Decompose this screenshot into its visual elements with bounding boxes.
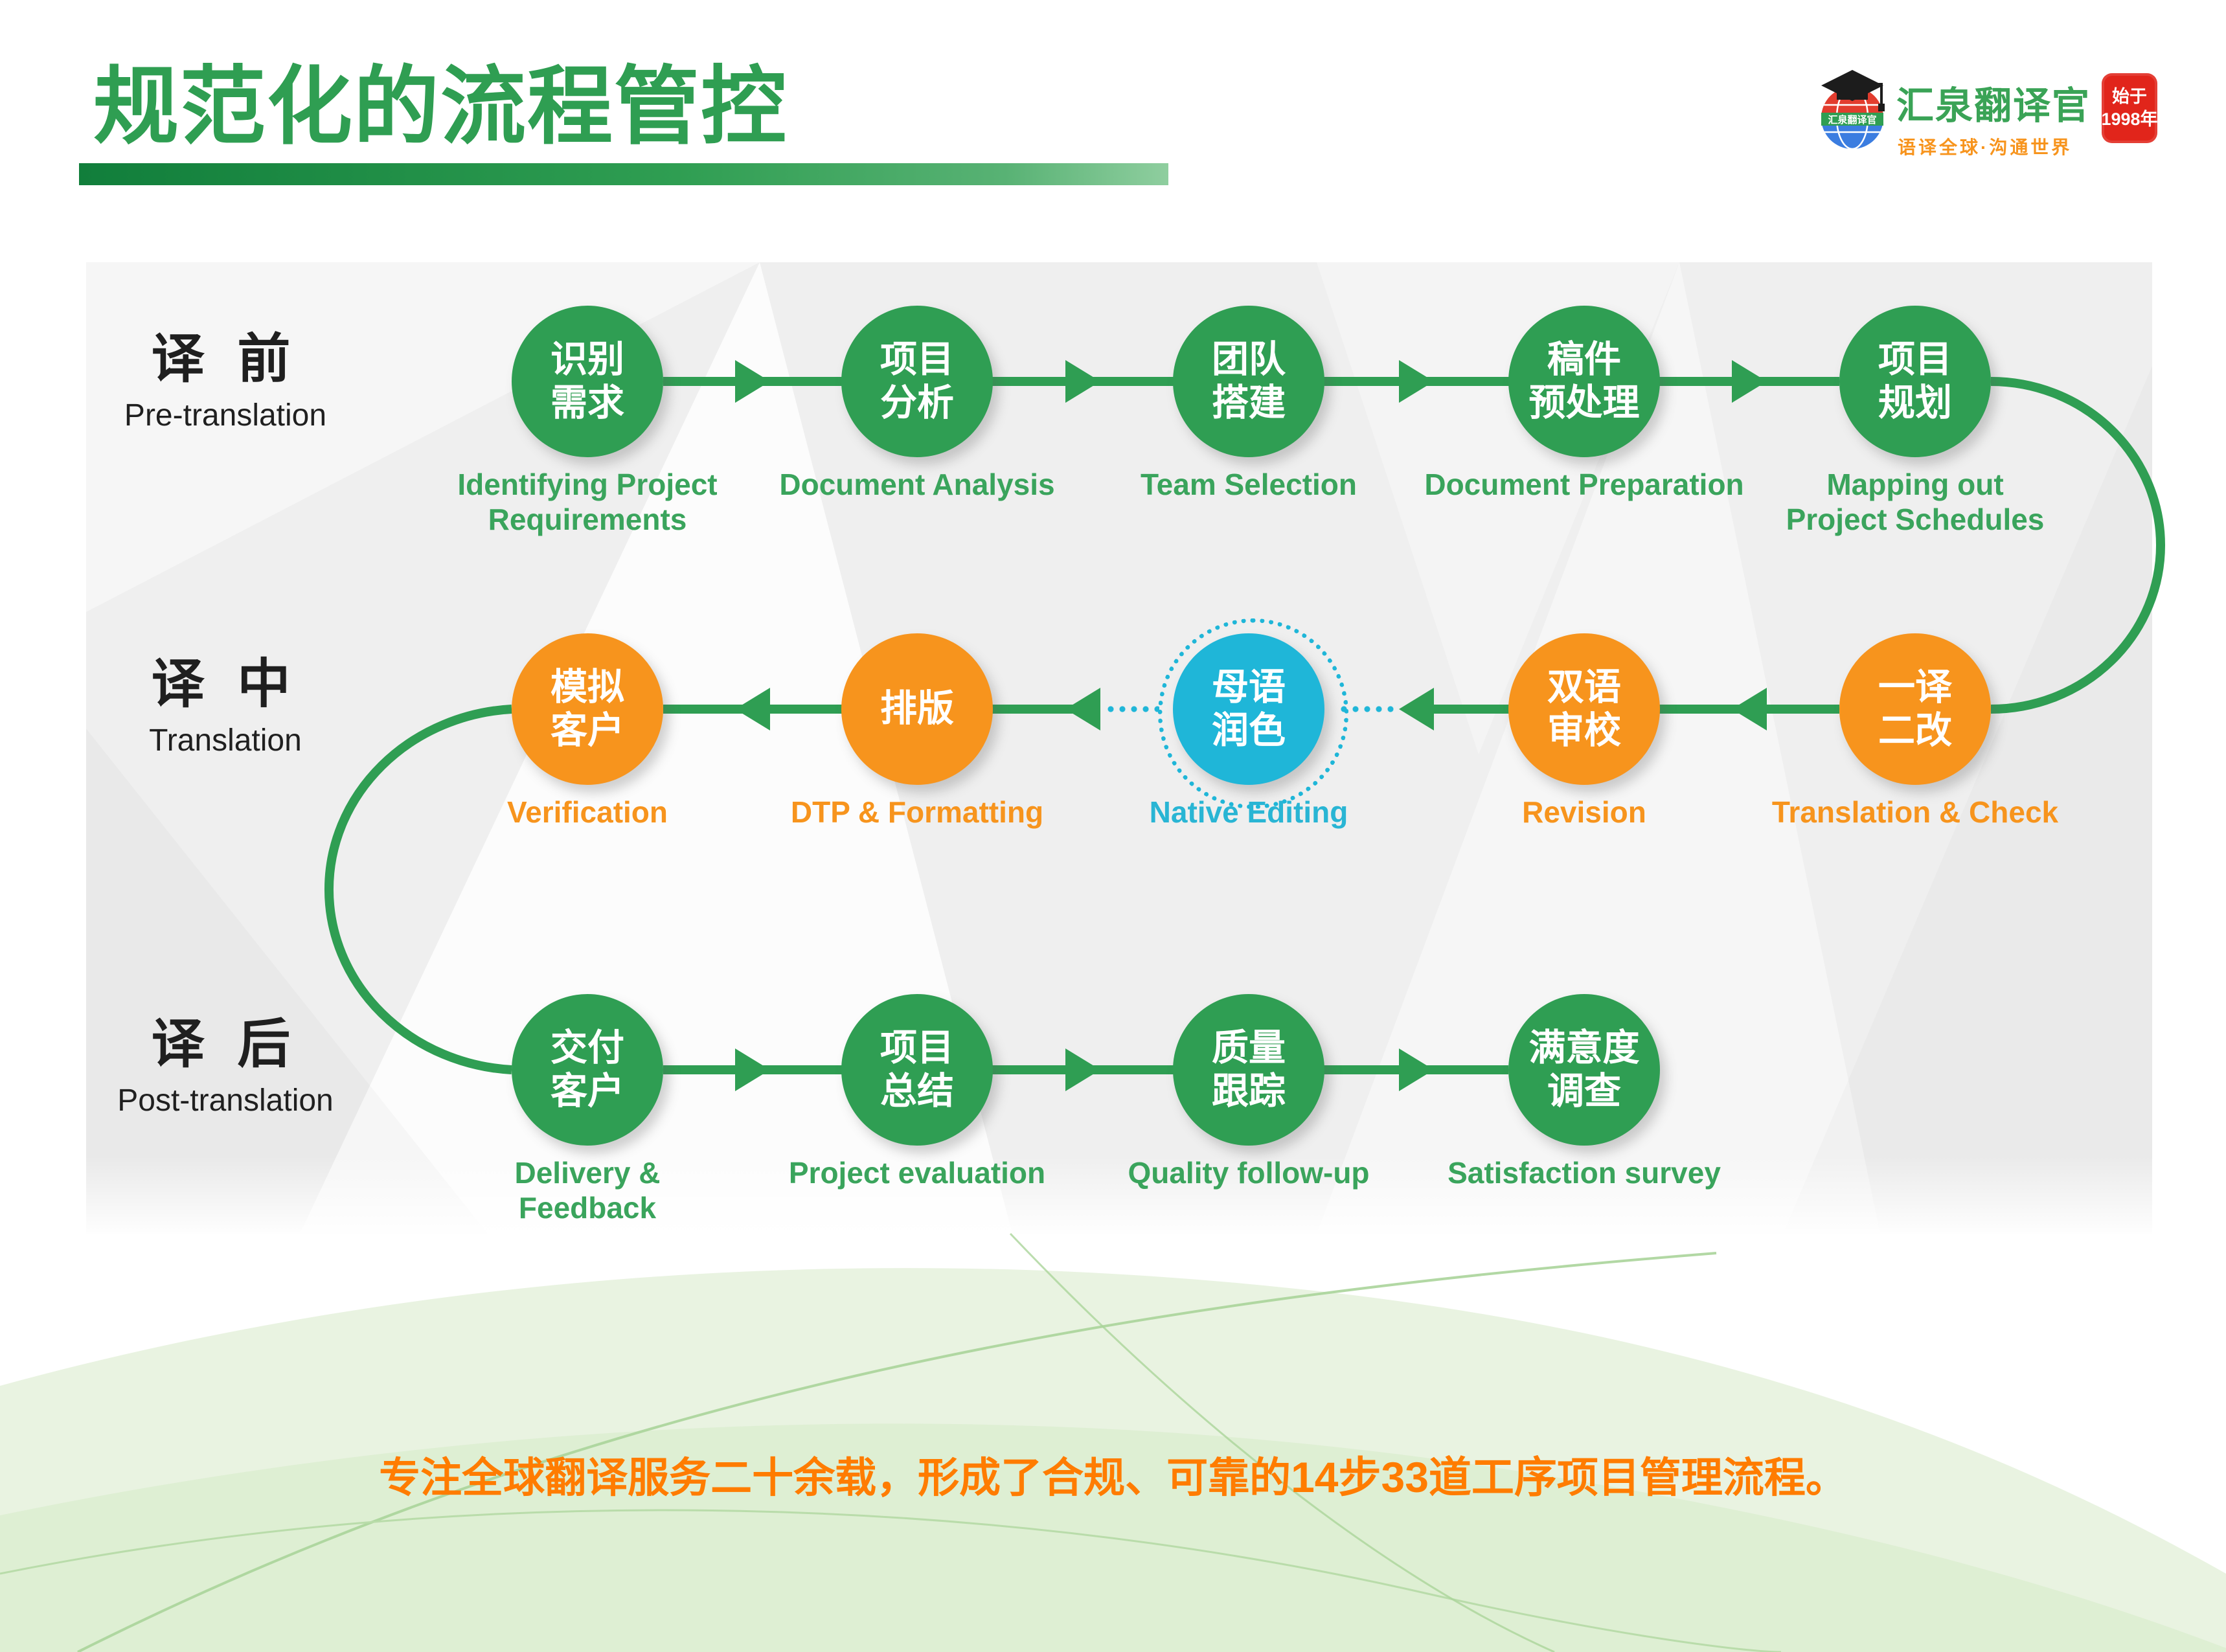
step-circle: 双语 审校: [1508, 633, 1660, 785]
globe-band-text: 汇泉翻译官: [1828, 114, 1876, 126]
step-caption: Verification: [507, 795, 668, 829]
arrow-right-icon: [1399, 360, 1434, 403]
step-circle: 项目 分析: [841, 306, 993, 457]
dotted-connector-line: [1105, 706, 1159, 712]
step-circle: 满意度 调查: [1508, 994, 1660, 1146]
row-label-cn: 译 后: [151, 1015, 300, 1074]
founded-1998-seal: 始于 1998年: [2101, 73, 2158, 143]
arrow-right-icon: [1732, 360, 1767, 403]
step-caption: Revision: [1522, 795, 1646, 829]
row-label-cn: 译 中: [151, 655, 300, 714]
panel-facets: [86, 262, 1880, 1234]
panel-bottom-fade: [86, 1156, 2152, 1234]
arrow-left-icon: [1732, 688, 1767, 730]
footer-bold-phrase: 14步33道工序: [1291, 1453, 1557, 1501]
step-caption: Team Selection: [1140, 468, 1357, 501]
step-caption: Quality follow-up: [1128, 1156, 1370, 1190]
bottom-wave-decor: [0, 1232, 2226, 1652]
row-label-cn: 译 前: [151, 330, 300, 389]
dotted-connector-line: [1338, 706, 1396, 712]
row-label-en: Post-translation: [117, 1083, 334, 1118]
row-label-pre-translation: 译 前 Pre-translation: [86, 333, 365, 431]
step-caption: Satisfaction survey: [1448, 1156, 1721, 1190]
step-circle: 稿件 预处理: [1508, 306, 1660, 457]
step-caption: Document Analysis: [779, 468, 1055, 501]
step-caption: Native Editing: [1149, 795, 1348, 829]
arrow-right-icon: [735, 1048, 770, 1091]
arrow-right-icon: [1065, 360, 1100, 403]
footer-suffix: 项目管理流程。: [1556, 1454, 1847, 1501]
row-label-en: Translation: [149, 723, 302, 758]
brand-tagline: 语译全球·沟通世界: [1898, 137, 2073, 157]
diagram-panel: [86, 262, 2152, 1234]
step-caption: Document Preparation: [1424, 468, 1744, 501]
step-circle: 一译 二改: [1839, 633, 1991, 785]
step-circle: 项目 规划: [1839, 306, 1991, 457]
arrow-left-icon: [735, 688, 770, 730]
arrow-left-icon: [1399, 688, 1434, 730]
step-caption: Mapping out Project Schedules: [1786, 468, 2045, 537]
step-caption: Project evaluation: [788, 1156, 1046, 1190]
step-circle: 模拟 客户: [512, 633, 663, 785]
page-title: 规范化的流程管控: [93, 59, 788, 154]
row-label-translation: 译 中 Translation: [86, 658, 365, 756]
arrow-right-icon: [735, 360, 770, 403]
graduation-cap-globe-icon: 汇泉翻译官: [1821, 70, 1885, 150]
footer-statement: 专注全球翻译服务二十余载，形成了合规、可靠的14步33道工序项目管理流程。: [0, 1443, 2226, 1505]
title-underline-bar: [79, 163, 1168, 185]
seal-line1: 始于: [2112, 86, 2147, 106]
dotted-ring: [1158, 618, 1348, 809]
arrow-right-icon: [1399, 1048, 1434, 1091]
step-caption: Delivery & Feedback: [514, 1156, 661, 1225]
row-label-post-translation: 译 后 Post-translation: [86, 1018, 365, 1116]
step-circle: 交付 客户: [512, 994, 663, 1146]
arrow-right-icon: [1065, 1048, 1100, 1091]
step-caption: Translation & Check: [1771, 795, 2059, 829]
brand-name: 汇泉翻译官: [1896, 85, 2091, 127]
step-circle: 排版: [841, 633, 993, 785]
step-circle: 项目 总结: [841, 994, 993, 1146]
step-circle: 质量 跟踪: [1173, 994, 1324, 1146]
step-circle: 识别 需求: [512, 306, 663, 457]
row-label-en: Pre-translation: [124, 398, 327, 433]
step-circle: 母语 润色: [1173, 633, 1324, 785]
step-caption: DTP & Formatting: [790, 795, 1044, 829]
footer-prefix: 专注全球翻译服务二十余载，形成了合规、可靠的: [379, 1454, 1291, 1501]
arrow-left-icon: [1065, 688, 1100, 730]
step-caption: Identifying Project Requirements: [457, 468, 718, 537]
seal-line2: 1998年: [2101, 109, 2158, 129]
step-circle: 团队 搭建: [1173, 306, 1324, 457]
